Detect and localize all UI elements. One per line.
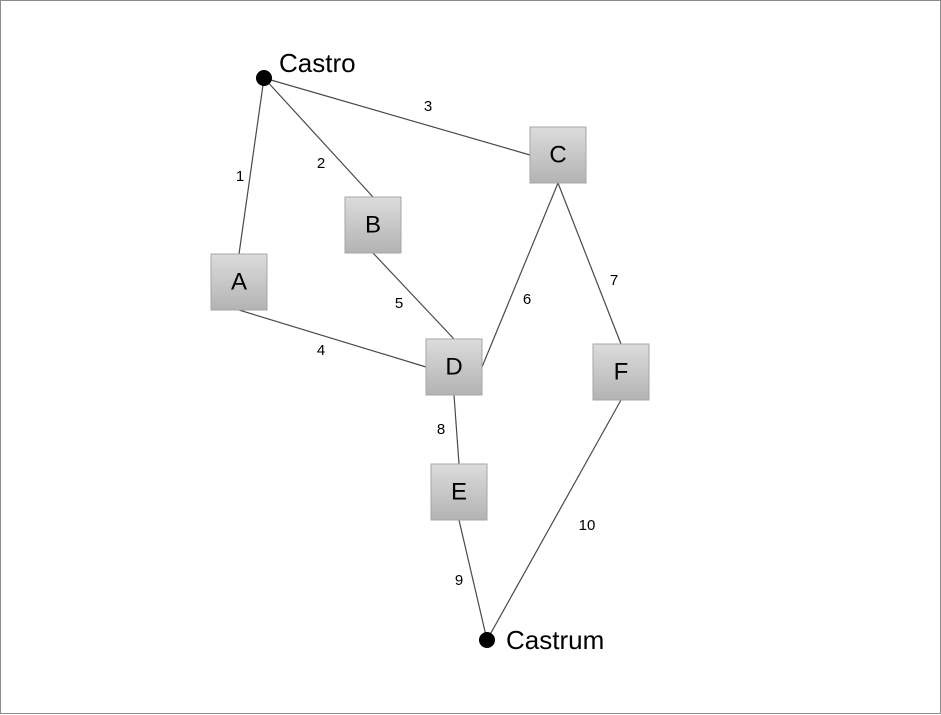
edge-label-f-castrum: 10 [579,517,596,534]
node-f: F [592,343,650,401]
edge-castro-a [238,77,265,255]
node-label-e: E [451,478,467,505]
endpoint-castrum: Castrum [479,625,604,655]
node-box-d [425,338,483,396]
edge-d-e [453,394,460,465]
edge-label-castro-a: 1 [236,168,244,185]
edge-a-d [238,309,427,368]
endpoint-dot-castrum [479,632,495,648]
edge-label-castro-b: 2 [317,155,325,172]
edge-c-d [481,182,559,368]
node-d: D [425,338,483,396]
edge-label-d-e: 8 [437,421,445,438]
node-box-a [210,253,268,311]
node-a: A [210,253,268,311]
edge-castro-b [263,77,374,198]
edge-c-f [557,182,622,345]
edge-label-b-d: 5 [395,295,403,312]
endpoint-label-castro: Castro [279,48,356,78]
endpoint-castro: Castro [256,48,356,86]
edge-label-e-castrum: 9 [455,572,463,589]
node-box-b [344,196,402,254]
edge-label-c-d: 6 [523,291,531,308]
node-b: B [344,196,402,254]
node-label-c: C [549,141,566,168]
edge-label-c-f: 7 [610,272,618,289]
node-c: C [529,126,587,184]
node-label-f: F [614,358,629,385]
node-label-b: B [365,211,381,238]
endpoint-label-castrum: Castrum [506,625,604,655]
edge-castro-c [263,77,531,156]
node-e: E [430,463,488,521]
node-label-d: D [445,353,462,380]
node-label-a: A [231,268,247,295]
node-box-c [529,126,587,184]
node-box-e [430,463,488,521]
edge-b-d [372,252,455,340]
edge-e-castrum [458,519,488,641]
edge-f-castrum [486,399,622,641]
edge-label-a-d: 4 [317,342,325,359]
endpoint-dot-castro [256,70,272,86]
node-box-f [592,343,650,401]
edge-label-castro-c: 3 [424,98,432,115]
